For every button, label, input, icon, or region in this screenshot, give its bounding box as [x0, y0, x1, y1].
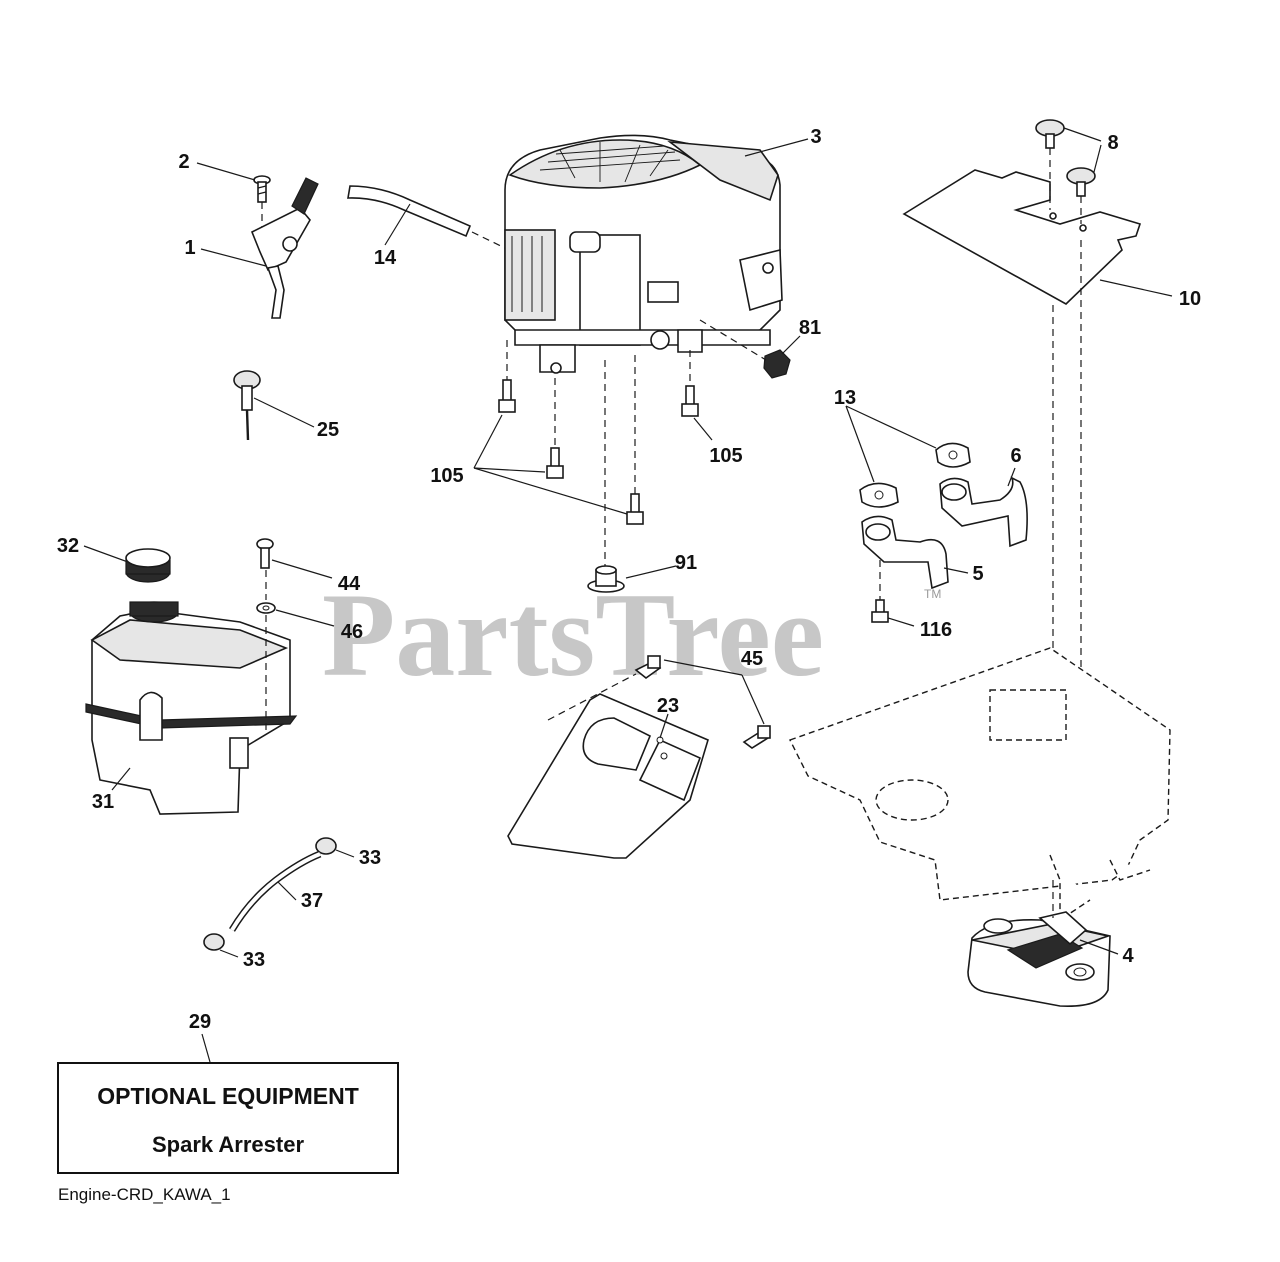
callout-105-left[interactable]: 105	[430, 465, 463, 487]
callout-81[interactable]: 81	[799, 317, 821, 339]
optional-equipment-title: OPTIONAL EQUIPMENT	[97, 1083, 359, 1109]
callout-23[interactable]: 23	[657, 695, 679, 717]
part-5-exhaust-pipe[interactable]	[861, 515, 949, 590]
part-13-gasket-middle[interactable]	[859, 482, 899, 508]
callout-3[interactable]: 3	[810, 126, 821, 148]
watermark-trademark: TM	[924, 587, 941, 601]
callout-116[interactable]: 116	[920, 619, 952, 641]
part-45-bolt-upper[interactable]	[634, 655, 662, 680]
part-45-bolt-lower[interactable]	[742, 725, 771, 749]
part-105-bolt-right[interactable]	[681, 385, 699, 417]
callout-5[interactable]: 5	[972, 563, 983, 585]
diagram-code: Engine-CRD_KAWA_1	[58, 1185, 231, 1204]
callout-13[interactable]: 13	[834, 387, 856, 409]
callout-44[interactable]: 44	[338, 573, 361, 595]
part-32-fuel-cap[interactable]	[125, 548, 171, 583]
callout-32[interactable]: 32	[57, 535, 79, 557]
part-116-bolt[interactable]	[871, 599, 889, 623]
part-105-bolt-left[interactable]	[498, 379, 516, 413]
part-14-hose[interactable]	[347, 185, 472, 238]
callout-45[interactable]: 45	[741, 648, 763, 670]
part-33-clamp-lower[interactable]	[203, 933, 225, 951]
callout-2[interactable]: 2	[178, 151, 189, 173]
callout-10[interactable]: 10	[1179, 288, 1201, 310]
callout-8[interactable]: 8	[1107, 132, 1118, 154]
part-3-engine[interactable]	[504, 134, 783, 374]
callout-33-lower[interactable]: 33	[243, 949, 265, 971]
part-25-dipstick[interactable]	[233, 370, 261, 441]
part-31-fuel-tank[interactable]	[85, 601, 298, 815]
part-91-spacer[interactable]	[587, 565, 625, 593]
callout-37[interactable]: 37	[301, 890, 323, 912]
callout-31[interactable]: 31	[92, 791, 114, 813]
part-4-muffler[interactable]	[967, 911, 1111, 1007]
part-23-bracket[interactable]	[507, 693, 709, 859]
part-1-throttle-control[interactable]	[250, 177, 319, 319]
optional-equipment-item: Spark Arrester	[152, 1132, 304, 1157]
part-2-screw[interactable]	[253, 175, 271, 203]
part-46-washer[interactable]	[256, 602, 276, 614]
callout-25[interactable]: 25	[317, 419, 339, 441]
callout-1[interactable]: 1	[184, 237, 195, 259]
callout-14[interactable]: 14	[374, 247, 397, 269]
callout-4[interactable]: 4	[1122, 945, 1134, 967]
part-8-bolt-left[interactable]	[1035, 119, 1065, 149]
callout-46[interactable]: 46	[341, 621, 363, 643]
part-105-bolt-lower[interactable]	[626, 493, 644, 525]
part-6-exhaust-pipe[interactable]	[939, 476, 1028, 548]
watermark-text: PartsTree	[322, 568, 824, 701]
part-81-nut[interactable]	[763, 349, 791, 379]
part-10-heat-shield[interactable]	[902, 169, 1142, 305]
part-frame	[789, 647, 1171, 922]
optional-equipment-box	[57, 1062, 399, 1174]
callout-91[interactable]: 91	[675, 552, 697, 574]
part-105-bolt-middle[interactable]	[546, 447, 564, 479]
part-13-gasket-upper[interactable]	[935, 442, 971, 468]
part-37-fuel-line[interactable]	[228, 850, 322, 932]
callout-29[interactable]: 29	[189, 1011, 211, 1033]
callout-105-right[interactable]: 105	[709, 445, 742, 467]
part-44-screw[interactable]	[256, 538, 274, 569]
callout-6[interactable]: 6	[1010, 445, 1021, 467]
part-8-bolt-right[interactable]	[1066, 167, 1096, 197]
callout-33-upper[interactable]: 33	[359, 847, 381, 869]
part-33-clamp-upper[interactable]	[315, 837, 337, 855]
